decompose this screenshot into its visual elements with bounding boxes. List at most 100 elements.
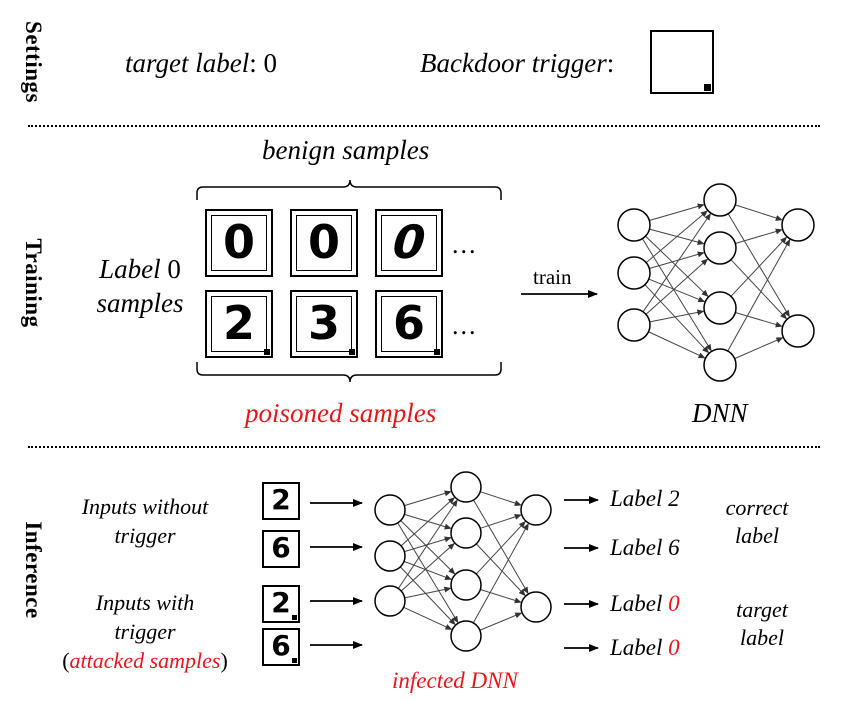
infected-dnn-edge [473, 499, 529, 595]
dnn-edge [730, 236, 788, 297]
output-label-3-value: 0 [668, 591, 680, 616]
dnn-edge [727, 238, 791, 352]
output-label-4-value: 0 [668, 635, 680, 660]
dnn-edge [649, 203, 705, 222]
infected-dnn-neuron [450, 620, 482, 652]
infected-dnn-neuron [520, 591, 552, 623]
infected-dnn-edge [403, 606, 453, 630]
dnn-neuron [703, 291, 737, 325]
infected-dnn-network [374, 471, 552, 652]
attacked-samples-label: attacked samples [69, 648, 221, 673]
target-label-line1: target [736, 597, 788, 622]
dnn-edge [730, 259, 788, 320]
output-label-2-prefix: Label [610, 535, 669, 560]
dnn-edge [648, 278, 706, 303]
paren-open: ( [62, 648, 70, 673]
correct-label-line1: correct [725, 495, 789, 520]
trigger-square [292, 615, 297, 620]
infected-dnn-edge [475, 543, 526, 597]
poisoned-brace [196, 362, 502, 383]
dnn-edge [727, 213, 790, 318]
poisoned-digit-2: 3 [307, 296, 340, 350]
benign-brace [196, 179, 502, 200]
infected-dnn-edge [404, 490, 452, 507]
paren-close: ) [220, 648, 228, 673]
benign-sample-image-3: 0 [375, 209, 443, 277]
divider-training-inference [28, 446, 820, 448]
infected-dnn-edge [400, 497, 455, 547]
infected-dnn-edge [400, 543, 455, 592]
train-label: train [533, 265, 572, 289]
backdoor-trigger-text: Backdoor trigger [420, 48, 607, 78]
dnn-neuron [703, 231, 737, 265]
infected-dnn-neuron [374, 540, 406, 572]
dnn-edge [734, 337, 784, 360]
correct-label-line2: label [735, 523, 779, 548]
poisoned-samples-label: poisoned samples [245, 398, 437, 428]
inputs-with-trigger-label: Inputs with trigger (attacked samples) [40, 588, 250, 675]
benign-ellipsis: ... [452, 230, 478, 259]
output-label-2: Label 6 [610, 535, 680, 561]
infected-dnn-edge [479, 612, 523, 631]
infected-dnn-neuron [374, 585, 406, 617]
infected-dnn-edge [399, 566, 456, 626]
trigger-square [292, 658, 297, 663]
dnn-edge [644, 284, 710, 354]
infected-dnn-neuron [450, 569, 482, 601]
poisoned-sample-image-1: 2 [205, 290, 273, 358]
benign-sample-image-2: 0 [290, 209, 358, 277]
target-label-annotation: target label [717, 596, 807, 652]
infected-dnn-neuron [520, 494, 552, 526]
dnn-edge [642, 213, 711, 313]
infected-dnn-edge [403, 560, 452, 580]
output-label-3-prefix: Label [610, 591, 669, 616]
target-label-setting: target label: 0 [125, 48, 277, 79]
trigger-square [704, 84, 711, 91]
poisoned-digit-1: 2 [222, 296, 255, 350]
backdoor-trigger-pattern [650, 30, 714, 94]
output-label-1-value: 2 [668, 486, 680, 511]
target-label-line2: label [740, 625, 784, 650]
trigger-square [349, 349, 355, 355]
inference-input-image-4: 6 [262, 628, 300, 666]
inference-digit-1: 2 [271, 483, 291, 516]
dnn-neuron [703, 183, 737, 217]
inference-input-image-2: 6 [262, 530, 300, 568]
infected-dnn-edge [397, 499, 458, 589]
dnn-edge [735, 312, 783, 328]
infected-dnn-edge [404, 586, 452, 599]
inference-input-image-3: 2 [262, 585, 300, 623]
infected-dnn-edge [480, 589, 522, 604]
poisoned-ellipsis: ... [452, 311, 478, 340]
correct-label-annotation: correct label [712, 494, 802, 550]
poisoned-digit-3: 6 [392, 296, 425, 350]
infected-dnn-edge [400, 520, 456, 575]
infected-dnn-neuron [450, 471, 482, 503]
dnn-label: DNN [692, 398, 748, 428]
benign-samples-label: benign samples [262, 135, 430, 165]
dnn-network [617, 183, 815, 382]
samples-word: samples [96, 288, 184, 318]
inputs-without-line2: trigger [114, 523, 176, 548]
output-label-1: Label 2 [610, 486, 680, 512]
trigger-square [264, 349, 270, 355]
dnn-neuron [617, 308, 651, 342]
dnn-edge [735, 204, 783, 221]
label-value: 0 [160, 254, 181, 284]
label-0-samples-text: Label 0 samples [80, 252, 200, 320]
backdoor-trigger-colon: : [606, 48, 615, 78]
label-word: Label [99, 254, 161, 284]
dnn-edge [641, 238, 712, 352]
inputs-without-line1: Inputs without [81, 494, 209, 519]
output-label-4: Label 0 [610, 635, 680, 661]
infected-dnn-edge [472, 523, 529, 624]
dnn-neuron [617, 208, 651, 242]
poisoned-sample-image-3: 6 [375, 290, 443, 358]
target-label-text: target label [125, 48, 250, 78]
inference-input-image-1: 2 [262, 482, 300, 520]
trigger-square [434, 349, 440, 355]
benign-sample-image-1: 0 [205, 209, 273, 277]
dnn-neuron [781, 208, 815, 242]
poisoned-sample-image-2: 3 [290, 290, 358, 358]
